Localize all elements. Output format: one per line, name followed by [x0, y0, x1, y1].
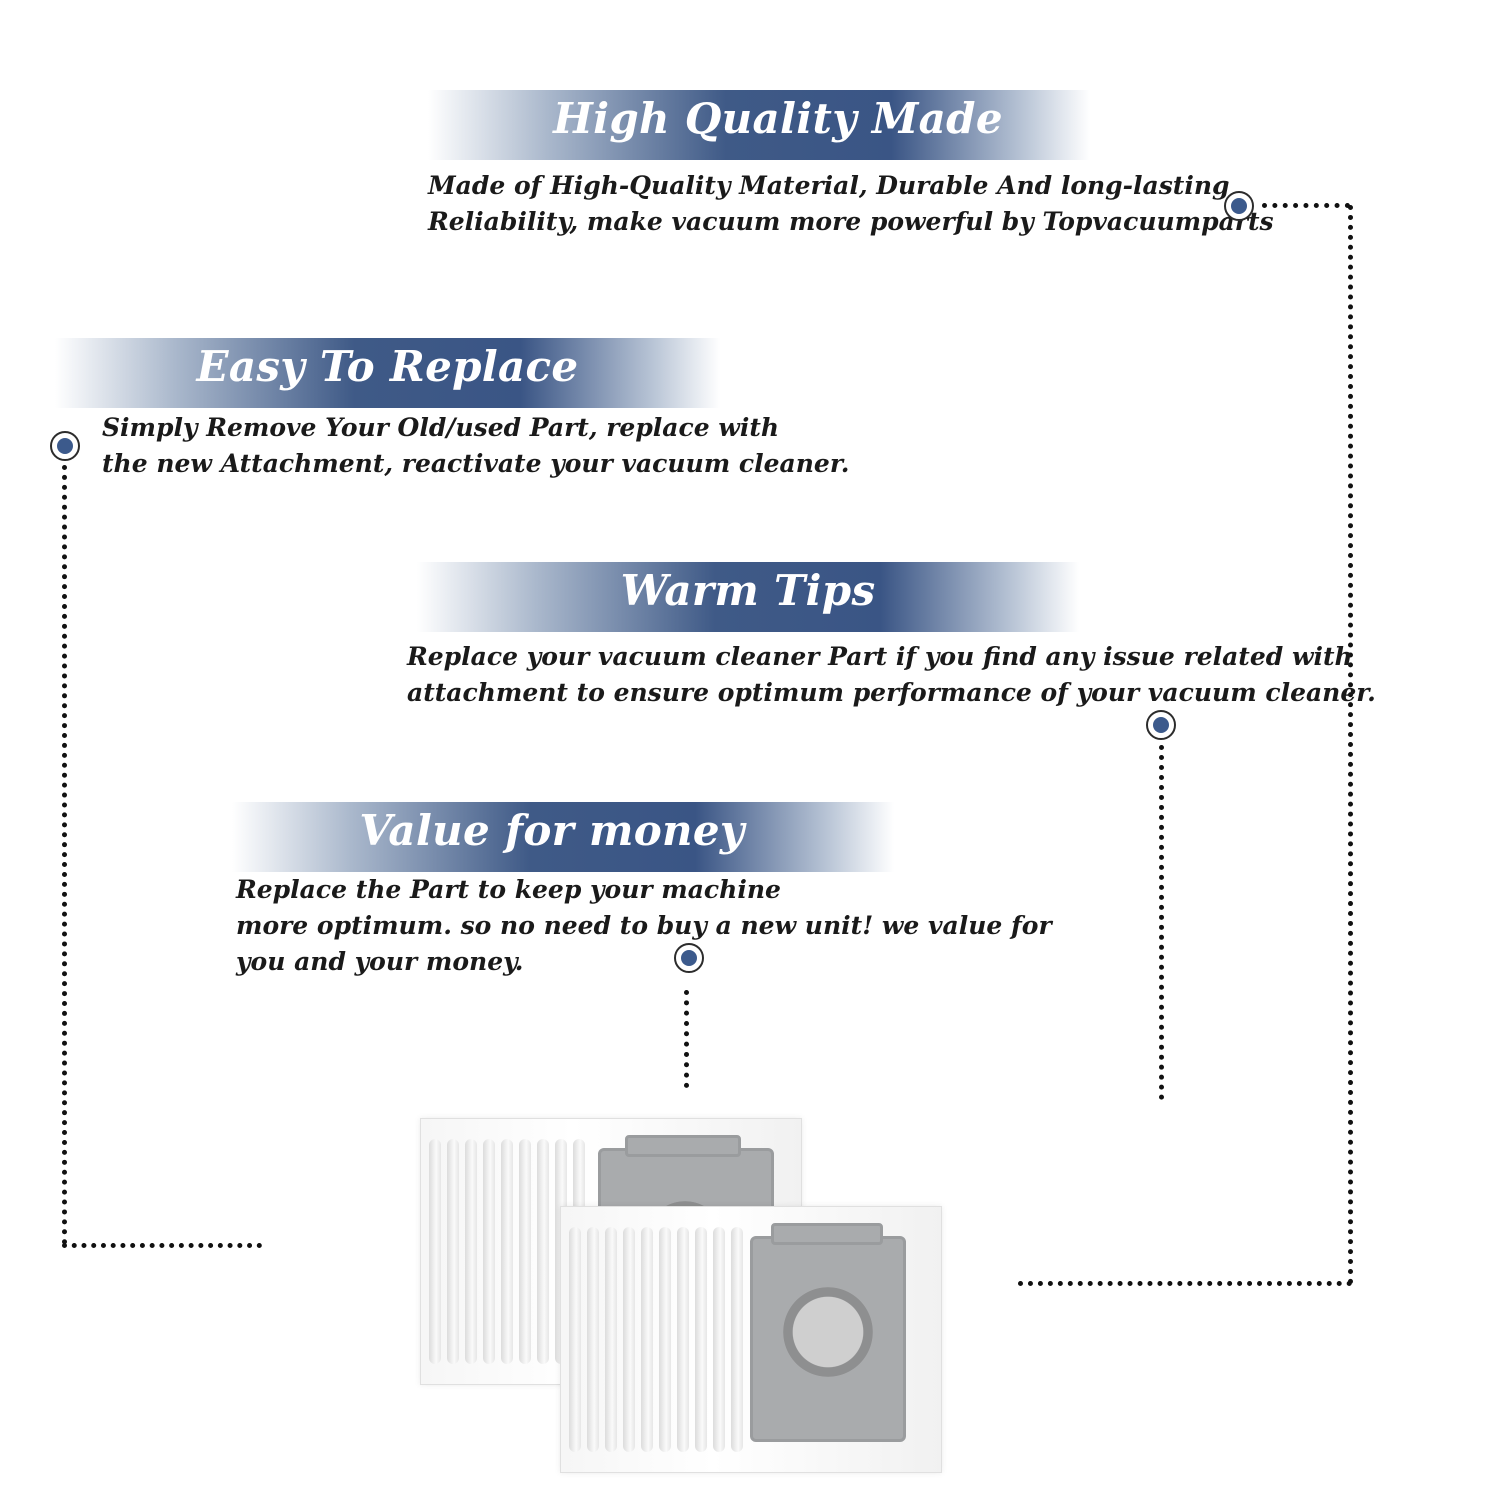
desc-warm-tips: Replace your vacuum cleaner Part if you …	[407, 639, 1376, 711]
desc-line: Replace your vacuum cleaner Part if you …	[407, 642, 1353, 671]
banner-high-quality	[428, 90, 1090, 160]
heading-warm-tips: Warm Tips	[620, 566, 876, 615]
connector-dots	[62, 1243, 262, 1254]
connector-dots	[62, 465, 73, 1245]
desc-line: Replace the Part to keep your machine	[236, 875, 781, 904]
banner-warm-tips	[417, 562, 1079, 632]
connector-dots	[1159, 745, 1170, 1100]
heading-value-money: Value for money	[359, 806, 745, 855]
desc-line: you and your money.	[236, 947, 524, 976]
banner-easy-replace	[55, 338, 720, 408]
vacuum-bag-illustration-icon	[420, 1118, 950, 1478]
connector-dots	[684, 990, 695, 1088]
desc-value-money: Replace the Part to keep your machine mo…	[236, 872, 1052, 980]
desc-line: Simply Remove Your Old/used Part, replac…	[102, 413, 780, 442]
desc-high-quality: Made of High-Quality Material, Durable A…	[428, 168, 1274, 240]
desc-line: the new Attachment, reactivate your vacu…	[102, 449, 850, 478]
heading-easy-replace: Easy To Replace	[196, 342, 579, 391]
marker-easy-replace-icon	[50, 431, 80, 461]
desc-easy-replace: Simply Remove Your Old/used Part, replac…	[102, 410, 849, 482]
connector-dots	[1018, 1281, 1352, 1292]
desc-line: attachment to ensure optimum performance…	[407, 678, 1376, 707]
desc-line: more optimum. so no need to buy a new un…	[236, 911, 1052, 940]
marker-warm-tips-icon	[1146, 710, 1176, 740]
bag-front-plate	[750, 1223, 906, 1442]
marker-value-money-icon	[674, 943, 704, 973]
marker-high-quality-icon	[1224, 191, 1254, 221]
connector-dots	[1262, 203, 1350, 214]
desc-line: Made of High-Quality Material, Durable A…	[428, 171, 1230, 200]
banner-value-money	[232, 802, 894, 872]
heading-high-quality: High Quality Made	[553, 94, 1003, 143]
desc-line: Reliability, make vacuum more powerful b…	[428, 207, 1274, 236]
connector-dots	[1348, 205, 1359, 1285]
